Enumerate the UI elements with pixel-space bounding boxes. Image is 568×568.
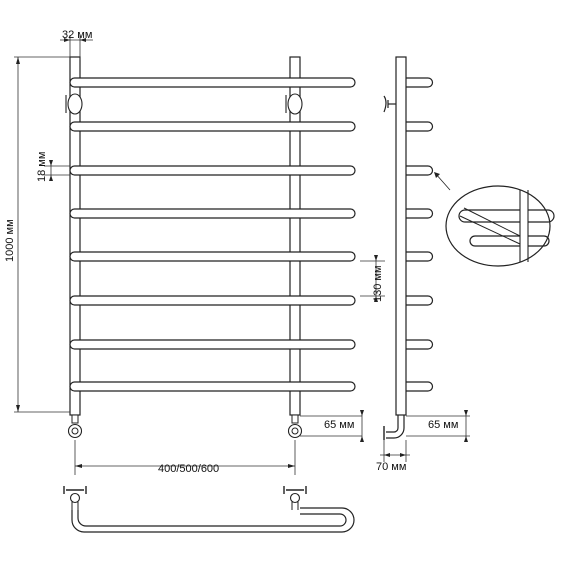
bar-6 — [69, 295, 356, 306]
wall-bracket-right — [285, 93, 303, 115]
label-bottom-offset-side: 65 мм — [428, 419, 458, 431]
side-post — [395, 56, 407, 416]
bar-4 — [69, 208, 356, 219]
label-top-width: 32 мм — [62, 29, 92, 41]
bar-7 — [69, 339, 356, 350]
label-bottom-offset-front: 65 мм — [324, 419, 354, 431]
wall-bracket-left — [65, 93, 83, 115]
side-view — [380, 56, 470, 462]
horizontal-bars — [69, 77, 356, 392]
label-bar-thickness: 18 мм — [36, 152, 48, 182]
side-hooks — [406, 77, 434, 392]
label-depth: 70 мм — [376, 461, 406, 473]
front-view — [14, 35, 385, 475]
bar-5 — [69, 251, 356, 262]
detail-magnified-view — [445, 185, 555, 267]
bar-8 — [69, 381, 356, 392]
connector-left — [67, 414, 83, 439]
bottom-view — [63, 486, 355, 533]
label-bar-spacing: 130 мм — [372, 265, 384, 302]
bar-3 — [69, 165, 356, 176]
bottom-u-bar — [71, 507, 355, 533]
bottom-fitting-right — [283, 486, 307, 510]
label-width-options: 400/500/600 — [158, 463, 219, 475]
bar-2 — [69, 121, 356, 132]
label-height: 1000 мм — [4, 219, 16, 262]
side-connector — [383, 415, 405, 440]
bottom-fitting-left — [63, 486, 87, 510]
bar-1 — [69, 77, 356, 88]
connector-right — [287, 414, 303, 439]
side-wall-bracket — [383, 95, 396, 113]
